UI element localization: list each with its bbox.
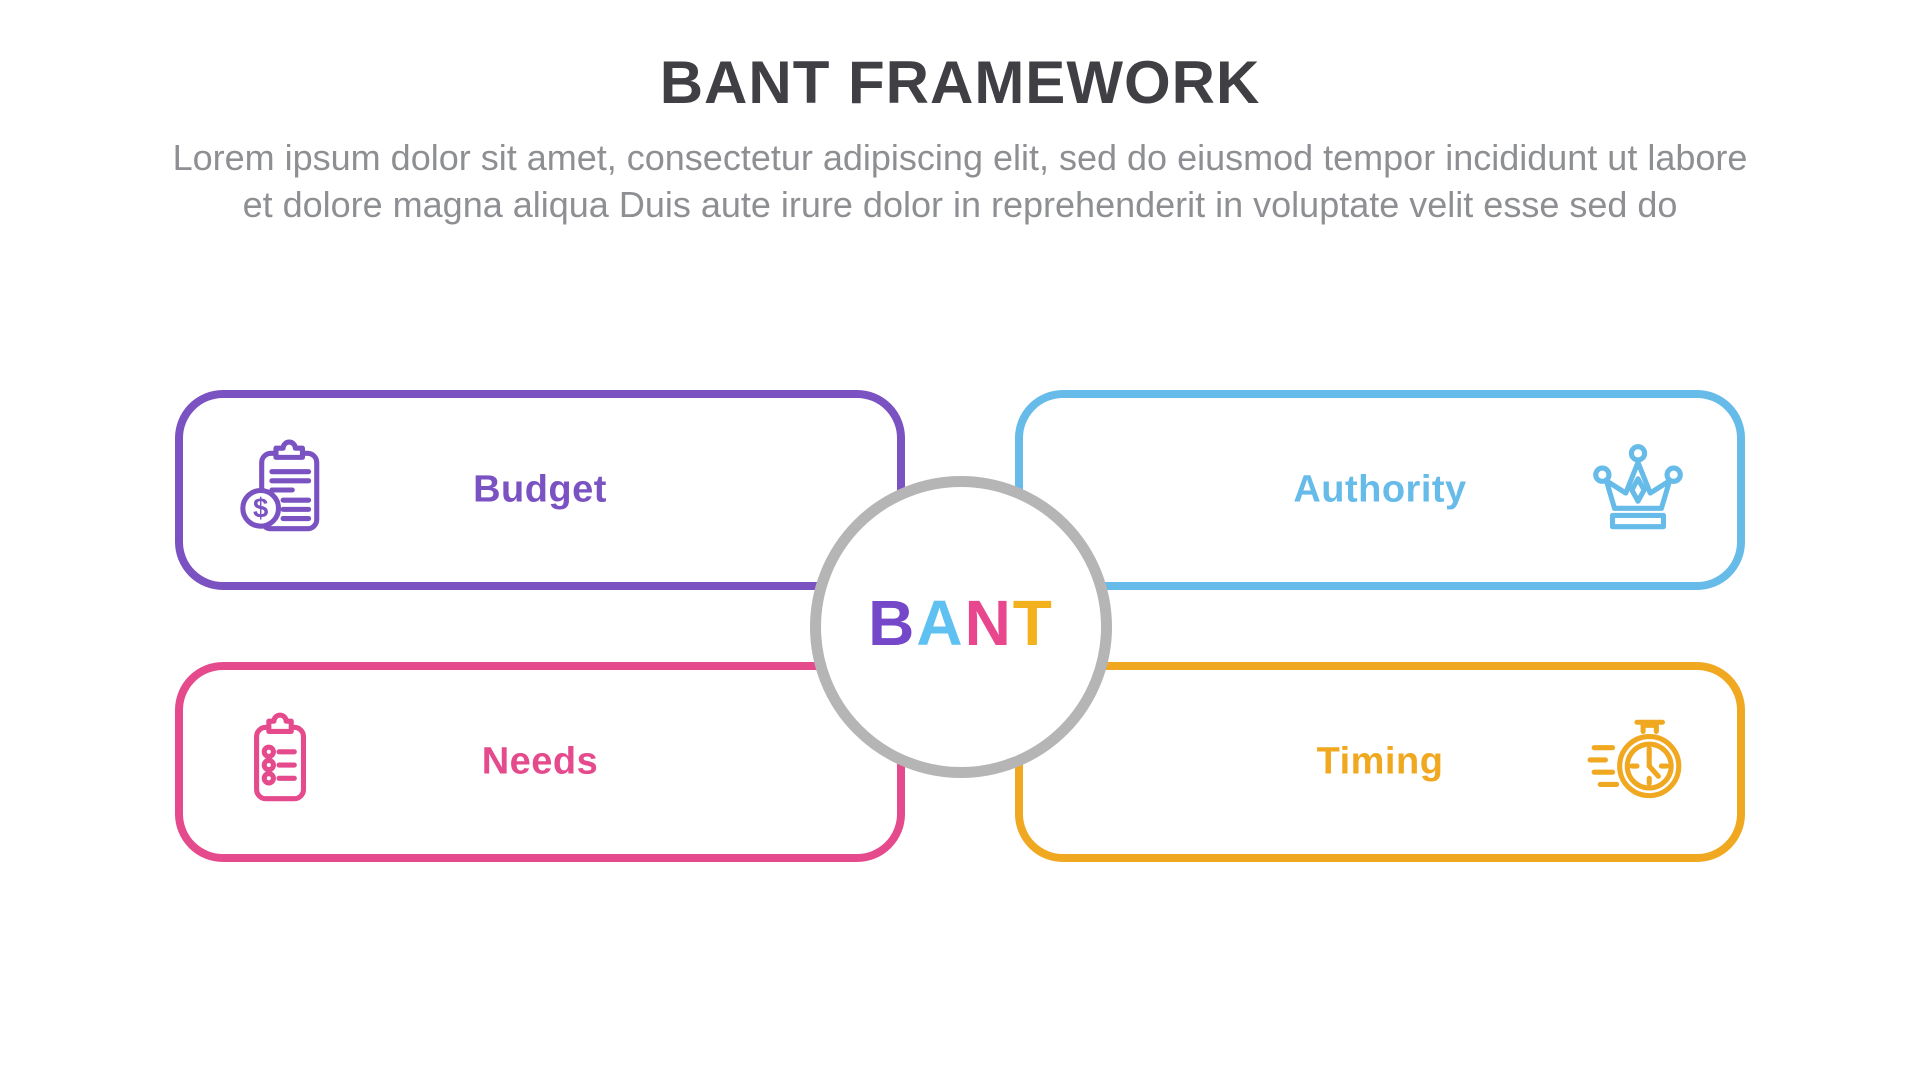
subtitle-line-2: et dolore magna aliqua Duis aute irure d… xyxy=(242,184,1678,225)
stopwatch-icon xyxy=(1585,709,1691,815)
subtitle-line-1: Lorem ipsum dolor sit amet, consectetur … xyxy=(172,137,1748,178)
timing-label: Timing xyxy=(1316,740,1444,783)
clipboard-dollar-icon: $ xyxy=(225,437,331,543)
page-title: BANT FRAMEWORK xyxy=(659,49,1261,116)
budget-card: $ Budget xyxy=(175,390,905,590)
svg-text:$: $ xyxy=(253,493,268,524)
needs-label: Needs xyxy=(481,740,599,783)
bant-letter-t: T xyxy=(1012,587,1054,659)
bant-letter-n: N xyxy=(964,587,1013,659)
bant-letter-b: B xyxy=(868,587,917,659)
crown-icon xyxy=(1585,437,1691,543)
bant-center-badge: BANT xyxy=(810,476,1112,778)
bant-wordmark: BANT xyxy=(868,591,1054,655)
bant-letter-a: A xyxy=(916,587,965,659)
authority-card: Authority xyxy=(1015,390,1745,590)
clipboard-list-icon xyxy=(225,709,331,815)
subtitle: Lorem ipsum dolor sit amet, consectetur … xyxy=(0,134,1920,228)
authority-label: Authority xyxy=(1293,468,1467,511)
needs-card: Needs xyxy=(175,662,905,862)
budget-label: Budget xyxy=(473,468,607,511)
timing-card: Timing xyxy=(1015,662,1745,862)
